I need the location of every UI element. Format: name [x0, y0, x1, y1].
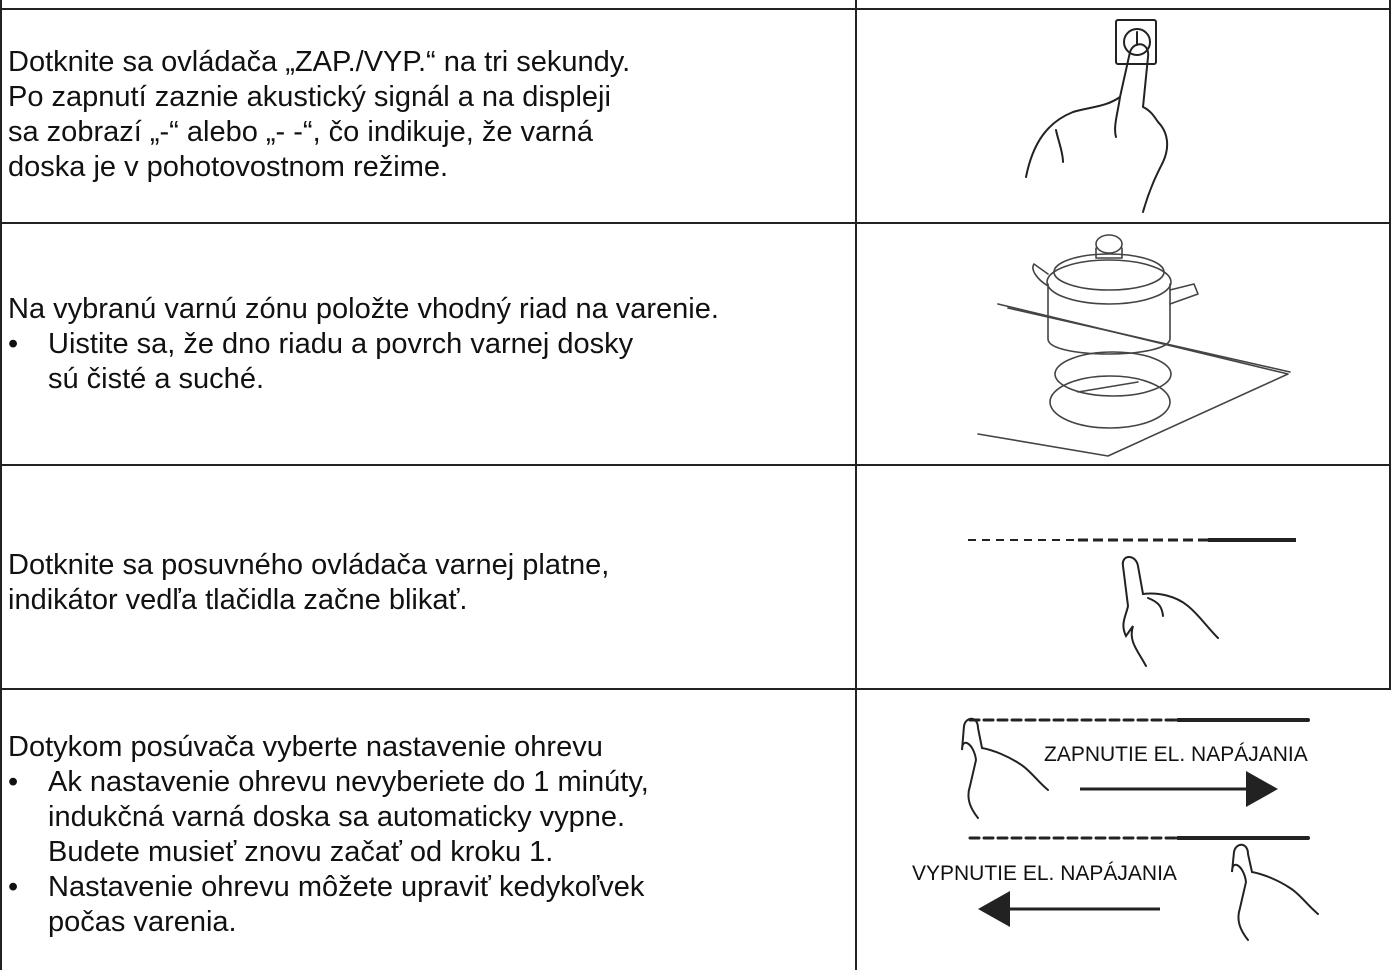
- table-border-left: [0, 0, 2, 970]
- step-1-line: sa zobrazí „-“ alebo „- -“, čo indikuje,…: [8, 115, 848, 150]
- bullet-symbol: •: [8, 765, 48, 870]
- step-3-line: indikátor vedľa tlačidla začne blikať.: [8, 583, 848, 618]
- table-border-top: [0, 8, 1391, 10]
- bullet-line: Uistite sa, že dno riadu a povrch varnej…: [48, 328, 633, 360]
- list-item: • Ak nastavenie ohrevu nevyberiete do 1 …: [8, 765, 848, 870]
- step-1-line: Po zapnutí zaznie akustický signál a na …: [8, 80, 848, 115]
- step-3-text: Dotknite sa posuvného ovládača varnej pl…: [8, 548, 848, 618]
- bullet-line: sú čisté a suché.: [48, 363, 264, 395]
- step-1-line: doska je v pohotovostnom režime.: [8, 150, 848, 185]
- bullet-symbol: •: [8, 327, 48, 397]
- hand-touching-power-button-icon: [858, 12, 1391, 220]
- bullet-text: Uistite sa, že dno riadu a povrch varnej…: [48, 327, 848, 397]
- step-2-text: Na vybranú varnú zónu položte vhodný ria…: [8, 292, 848, 397]
- hand-touching-slider-icon: [858, 466, 1391, 686]
- step-1-text: Dotknite sa ovládača „ZAP./VYP.“ na tri …: [8, 45, 848, 185]
- power-on-label: ZAPNUTIE EL. NAPÁJANIA: [1044, 743, 1308, 766]
- step-4-intro: Dotykom posúvača vyberte nastavenie ohre…: [8, 730, 848, 765]
- bullet-text: Nastavenie ohrevu môžete upraviť kedykoľ…: [48, 870, 848, 940]
- bullet-line: Nastavenie ohrevu môžete upraviť kedykoľ…: [48, 871, 644, 903]
- step-1-line: Dotknite sa ovládača „ZAP./VYP.“ na tri …: [8, 45, 848, 80]
- power-off-label: VYPNUTIE EL. NAPÁJANIA: [912, 862, 1177, 885]
- step-2-intro: Na vybranú varnú zónu položte vhodný ria…: [8, 292, 848, 327]
- list-item: • Uistite sa, že dno riadu a povrch varn…: [8, 327, 848, 397]
- pot-on-cooktop-icon: [858, 224, 1391, 464]
- step-3-line: Dotknite sa posuvného ovládača varnej pl…: [8, 548, 848, 583]
- bullet-line: indukčná varná doska sa automaticky vypn…: [48, 801, 625, 833]
- bullet-line: Budete musieť znovu začať od kroku 1.: [48, 836, 553, 868]
- bullet-symbol: •: [8, 870, 48, 940]
- bullet-line: Ak nastavenie ohrevu nevyberiete do 1 mi…: [48, 766, 649, 798]
- table-column-divider: [855, 0, 857, 970]
- bullet-text: Ak nastavenie ohrevu nevyberiete do 1 mi…: [48, 765, 848, 870]
- slider-swipe-arrows-icon: ZAPNUTIE EL. NAPÁJANIA VYPNUTIE EL. NAPÁ…: [858, 690, 1391, 970]
- step-4-text: Dotykom posúvača vyberte nastavenie ohre…: [8, 730, 848, 940]
- bullet-line: počas varenia.: [48, 906, 237, 938]
- list-item: • Nastavenie ohrevu môžete upraviť kedyk…: [8, 870, 848, 940]
